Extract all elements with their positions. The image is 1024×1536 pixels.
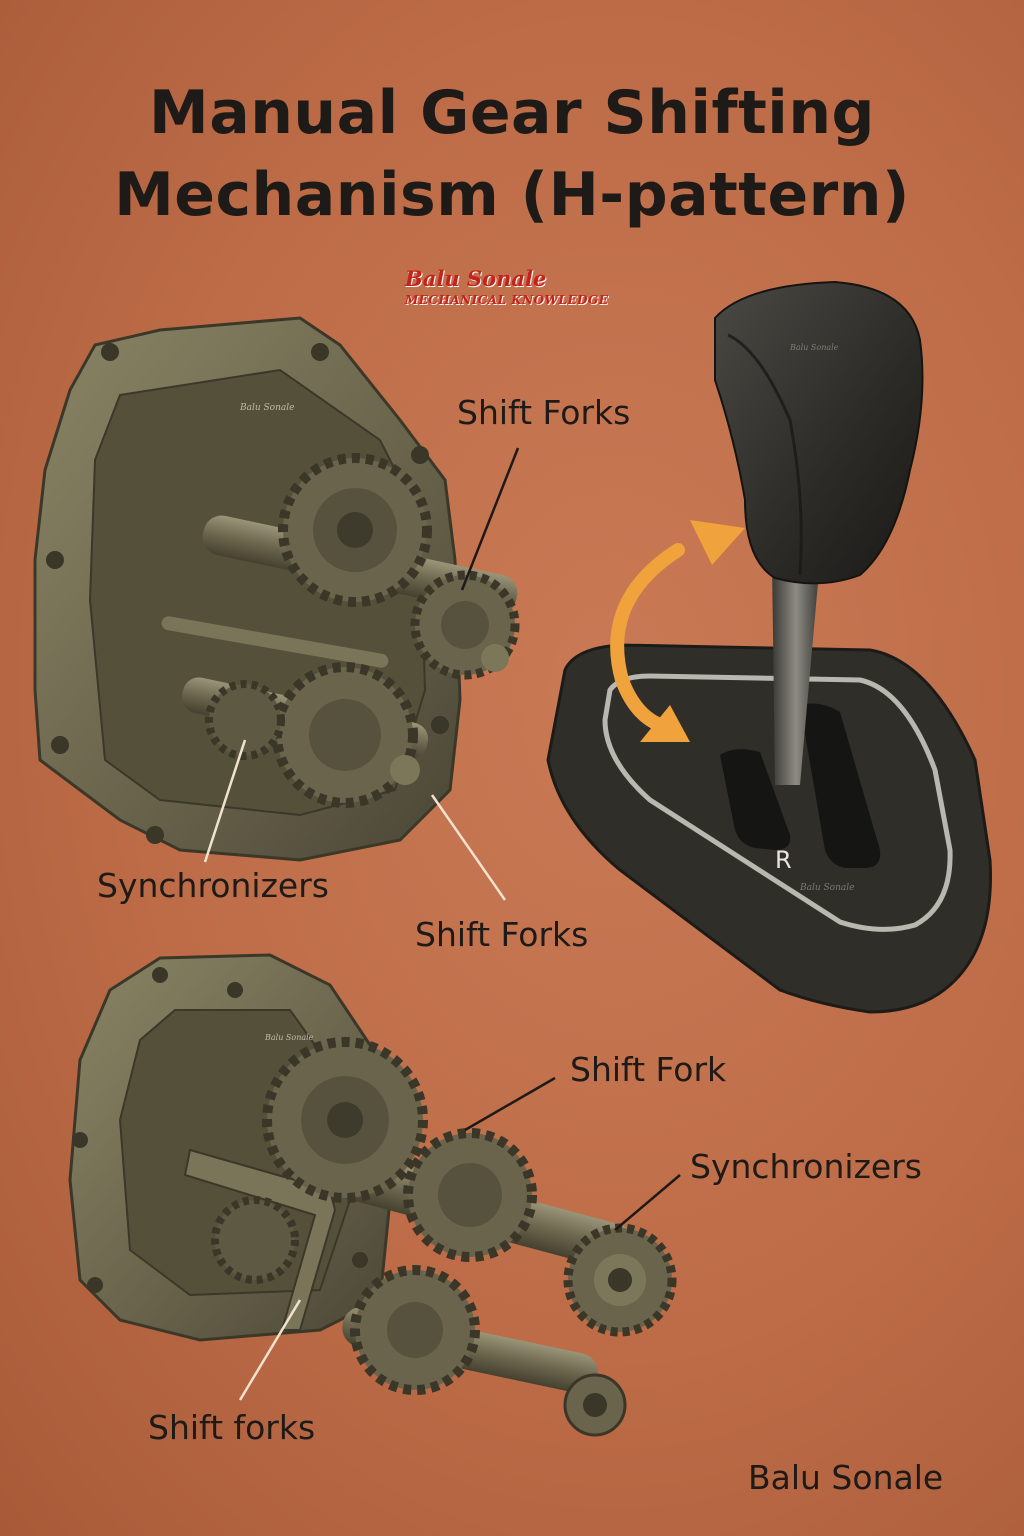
leader-synchronizers-bottom — [614, 1174, 681, 1231]
label-synchronizers-left: Synchronizers — [97, 866, 329, 905]
leader-shift-forks-top — [460, 447, 520, 591]
logo-tagline: MECHANICAL KNOWLEDGE — [405, 293, 609, 307]
upper-gear-right — [410, 570, 520, 680]
lower-gear-bottom — [350, 1265, 480, 1395]
gate-label-r: R — [775, 846, 792, 874]
upper-watermark: Balu Sonale — [239, 403, 294, 413]
lower-gear-sync — [563, 1223, 677, 1337]
lower-bolt-holes — [72, 967, 368, 1293]
upper-shift-rail — [161, 616, 389, 668]
label-shift-forks-mid: Shift Forks — [415, 915, 589, 954]
shifter-gate-slot-right — [800, 703, 881, 868]
shifter-gate-slot-left — [720, 749, 791, 850]
base-watermark: Balu Sonale — [799, 883, 854, 893]
leader-shift-forks-mid — [430, 794, 507, 901]
leader-shift-fork-bottom — [464, 1076, 556, 1132]
gear-shifter: Balu Sonale Balu Sonale R — [546, 280, 992, 1014]
upper-gearbox: Balu Sonale — [33, 316, 520, 862]
shifter-bezel — [602, 673, 953, 932]
label-synchronizers-bottom: Synchronizers — [690, 1147, 922, 1186]
lower-gear-mid — [403, 1128, 537, 1262]
lower-watermark: Balu Sonale — [264, 1033, 314, 1042]
shifter-stick — [772, 560, 820, 785]
arrow-head-bottom — [640, 705, 690, 742]
upper-gear-small — [205, 680, 285, 760]
lower-gearbox: Balu Sonale — [68, 953, 677, 1437]
lower-shaft-end-hole — [583, 1393, 607, 1417]
arrow-head-top — [690, 520, 745, 565]
knob-watermark: Balu Sonale — [789, 343, 839, 352]
shifter-knob-seam — [727, 333, 803, 576]
leader-synchronizers-left — [203, 739, 247, 863]
upper-gear-large — [278, 453, 432, 607]
leader-shift-forks-lower — [238, 1299, 302, 1401]
leader-lines — [203, 447, 681, 1401]
logo-name: Balu Sonale — [405, 266, 547, 291]
lower-gear-large — [262, 1037, 428, 1203]
title-line-2: Mechanism (H-pattern) — [114, 160, 910, 230]
title-line-1: Manual Gear Shifting — [149, 78, 875, 148]
shifter-knob — [714, 280, 924, 585]
lower-gear-small — [211, 1196, 299, 1284]
signature: Balu Sonale — [748, 1458, 944, 1497]
label-shift-fork-bottom: Shift Fork — [570, 1050, 727, 1089]
shift-motion-arrow — [610, 520, 745, 742]
label-shift-forks-top: Shift Forks — [457, 393, 631, 432]
label-shift-forks-lower: Shift forks — [148, 1408, 316, 1447]
